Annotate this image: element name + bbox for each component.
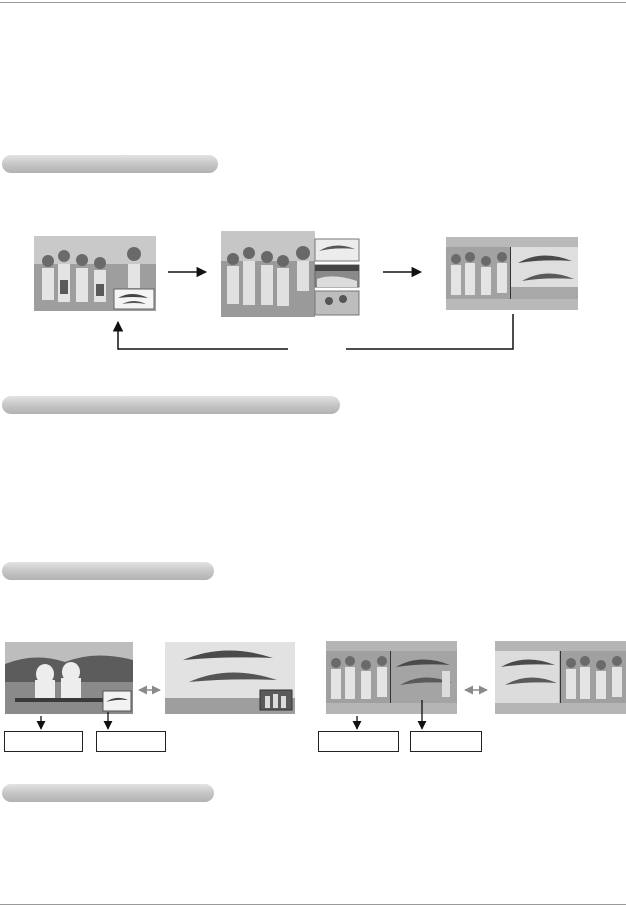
- swap-pair-2-main-label: [318, 731, 399, 752]
- swap-pair-1-right-image: [165, 642, 295, 714]
- twin-picture-image: [446, 237, 578, 310]
- cycle-return-arrow-left: [112, 320, 288, 350]
- section-heading-3: [2, 562, 214, 580]
- top-rule: [0, 2, 626, 3]
- pip-single-inset-image: [34, 236, 156, 311]
- swap-pair-1-sub-label: [96, 731, 166, 752]
- dolphins-with-people-inset-icon: [165, 642, 295, 714]
- people-with-dolphin-inset-icon: [34, 236, 156, 311]
- swap-pair-1-main-label: [4, 731, 83, 752]
- section-heading-2: [2, 396, 340, 414]
- people-with-three-insets-icon: [221, 231, 361, 317]
- cycle-return-line-right: [346, 314, 514, 350]
- section-heading-1: [2, 155, 218, 173]
- bottom-rule: [0, 904, 626, 905]
- swap-pair-1-left-image: [5, 642, 133, 714]
- split-dolphin-people-icon: [495, 641, 626, 714]
- section-heading-4: [2, 784, 214, 802]
- split-people-dolphin-icon: [326, 641, 457, 714]
- swap-pair-2-right-image: [495, 641, 626, 714]
- split-people-dolphin-icon: [446, 237, 578, 310]
- swap-pair-2-sub-label: [410, 731, 482, 752]
- pip-multi-inset-image: [221, 231, 361, 317]
- swap-pair-2-left-image: [326, 641, 457, 714]
- people-bench-with-dolphin-inset-icon: [5, 642, 133, 714]
